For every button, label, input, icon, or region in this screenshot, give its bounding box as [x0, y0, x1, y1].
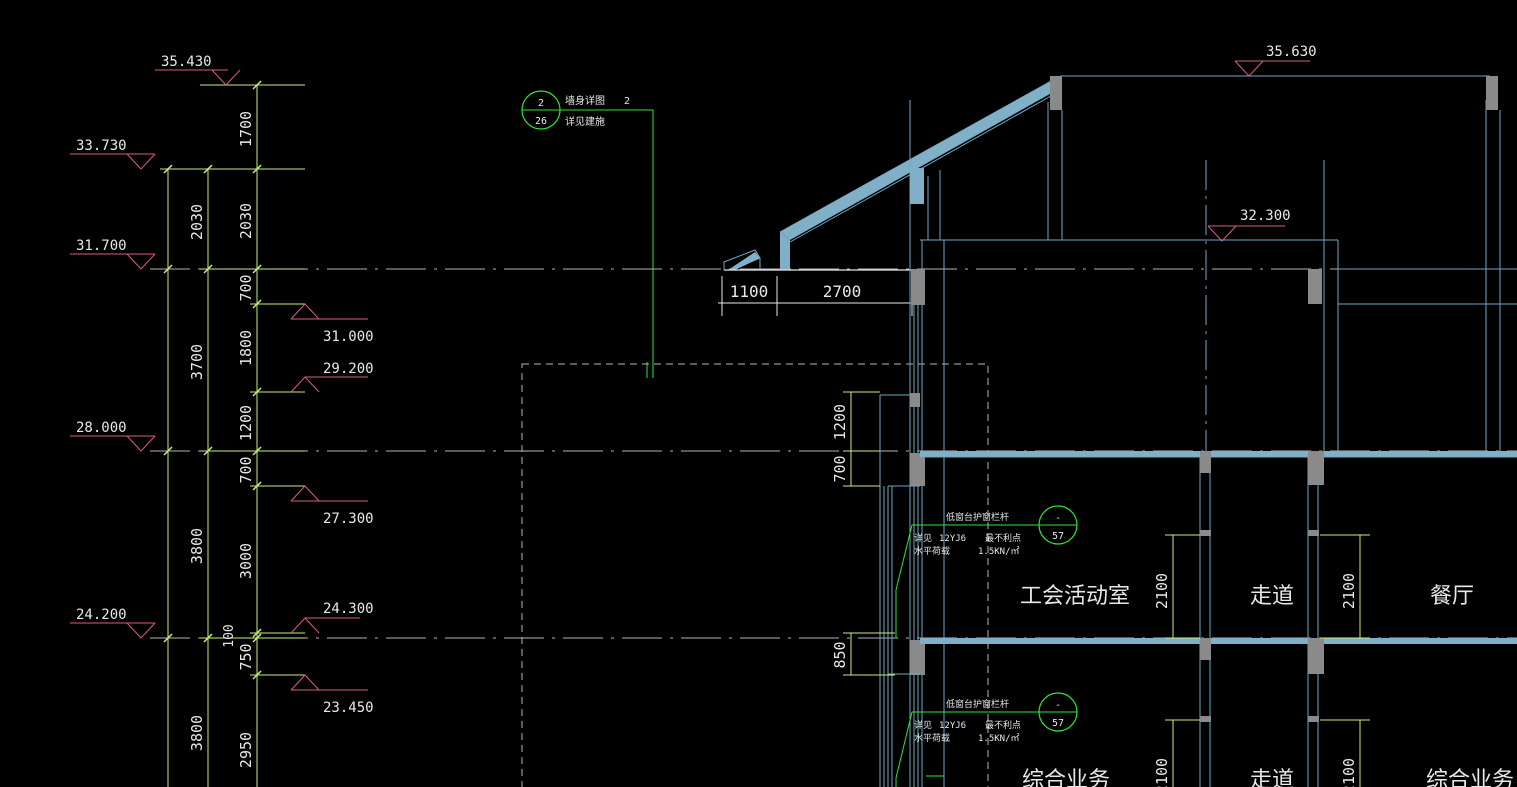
elev-24200: 24.200	[76, 607, 127, 623]
elev-28000: 28.000	[76, 420, 127, 436]
callout-label-1: 墙身详图	[565, 94, 605, 107]
dim-room-4: 2100	[1340, 758, 1358, 787]
dim-eave-1100: 1100	[730, 282, 769, 301]
elev-27300: 27.300	[323, 511, 374, 527]
left-dimension-chains	[160, 80, 305, 787]
callout-label-2: 详见建施	[565, 115, 605, 128]
building-section: 1100 2700	[718, 75, 1517, 787]
dim-outer-3: 3800	[188, 528, 206, 564]
dim-win-850: 850	[831, 641, 849, 668]
dim-inner-7: 3000	[237, 543, 255, 579]
dim-win-700: 700	[831, 455, 849, 482]
railing-title: 低窗台护窗栏杆	[946, 698, 1009, 710]
dim-inner-3: 700	[237, 274, 255, 301]
dim-inner-2: 2030	[237, 203, 255, 239]
inner-dimension-texts: 1700 2030 700 1800 1200 700 3000 100 750…	[222, 111, 255, 768]
elev-31700: 31.700	[76, 238, 127, 254]
railing-atlas: 12YJ6	[939, 721, 966, 731]
railing-ref-top: -	[1055, 700, 1061, 711]
elev-24300: 24.300	[323, 601, 374, 617]
railing-detail-prefix: 详见	[914, 719, 932, 731]
railing-note-lower[interactable]: - 57 低窗台护窗栏杆 详见 12YJ6 最不利点 水平荷载 1.5KN/㎡	[895, 692, 1078, 779]
dim-eave-2700: 2700	[823, 282, 862, 301]
elev-31000: 31.000	[323, 329, 374, 345]
callout-top-number: 2	[538, 98, 544, 109]
dim-outer-1: 2030	[188, 204, 206, 240]
room-height-texts: 2100 2100 2100 2100	[1153, 573, 1358, 787]
dim-win-1200: 1200	[831, 404, 849, 440]
dim-inner-5: 1200	[237, 405, 255, 441]
window-dimensions	[843, 391, 895, 676]
room-general-business-2: 综合业务	[1426, 768, 1514, 787]
room-corridor-lower: 走道	[1250, 768, 1294, 787]
callout-bottom-number: 26	[535, 116, 547, 127]
dim-room-1: 2100	[1153, 573, 1171, 609]
elev-35430: 35.430	[161, 54, 212, 70]
room-union-activity: 工会活动室	[1020, 584, 1130, 609]
elev-29200: 29.200	[323, 361, 374, 377]
room-dining: 餐厅	[1430, 584, 1474, 609]
elevation-markers-left	[70, 60, 1310, 691]
dim-room-3: 2100	[1153, 758, 1171, 787]
railing-ref-bottom: 57	[1052, 718, 1064, 729]
callout-label-suffix: 2	[624, 96, 630, 107]
room-general-business-1: 综合业务	[1022, 768, 1110, 787]
room-labels: 工会活动室 走道 餐厅 综合业务 走道 综合业务	[1020, 584, 1514, 787]
elev-23450: 23.450	[323, 700, 374, 716]
railing-note: 最不利点	[985, 532, 1021, 544]
dim-outer-2: 3700	[188, 344, 206, 380]
detail-extent-box	[521, 363, 989, 787]
railing-ref-top: -	[1055, 513, 1061, 524]
dim-outer-4: 3800	[188, 715, 206, 751]
dim-inner-4: 1800	[237, 330, 255, 366]
dim-inner-8: 100	[222, 624, 237, 647]
dim-inner-9: 750	[237, 643, 255, 670]
wall-detail-callout[interactable]: 2 26 墙身详图 2 详见建施	[521, 90, 654, 378]
railing-title: 低窗台护窗栏杆	[946, 511, 1009, 523]
window-dim-texts: 1200 700 850	[831, 404, 849, 669]
railing-note-upper[interactable]: - 57 低窗台护窗栏杆 详见 12YJ6 最不利点 水平荷载 1.5KN/㎡	[895, 505, 1078, 591]
railing-ref-bottom: 57	[1052, 531, 1064, 542]
dim-inner-6: 700	[237, 456, 255, 483]
elev-32300: 32.300	[1240, 208, 1291, 224]
dim-room-2: 2100	[1340, 573, 1358, 609]
railing-load-label: 水平荷载	[914, 545, 950, 557]
railing-load-value: 1.5KN/㎡	[978, 733, 1020, 744]
railing-load-value: 1.5KN/㎡	[978, 546, 1020, 557]
railing-note: 最不利点	[985, 719, 1021, 731]
room-corridor-upper: 走道	[1250, 584, 1294, 609]
railing-detail-prefix: 详见	[914, 532, 932, 544]
dim-inner-1: 1700	[237, 111, 255, 147]
outer-dimension-texts: 2030 3700 3800 3800	[188, 204, 206, 751]
railing-load-label: 水平荷载	[914, 732, 950, 744]
elevation-texts: 35.430 33.730 31.700 28.000 24.200 31.00…	[76, 44, 1317, 716]
railing-atlas: 12YJ6	[939, 534, 966, 544]
railing-marks	[895, 590, 944, 787]
elev-33730: 33.730	[76, 138, 127, 154]
elev-35630: 35.630	[1266, 44, 1317, 60]
room-height-dims	[1165, 534, 1370, 787]
dim-inner-10: 2950	[237, 732, 255, 768]
